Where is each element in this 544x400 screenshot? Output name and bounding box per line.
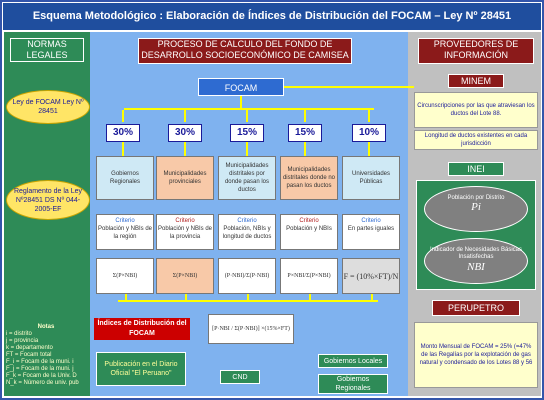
entity-box: Municipalidades distritales donde no pas… (280, 156, 338, 200)
percentage-box: 15% (230, 124, 264, 142)
connector (122, 142, 124, 156)
criteria-text: En partes iguales (347, 226, 395, 232)
connector (118, 300, 378, 302)
percentage-box: 30% (106, 124, 140, 142)
cnd-box: CND (220, 370, 260, 384)
criteria-text: Población y NBIs (286, 226, 332, 232)
connector (246, 142, 248, 156)
gobiernos-locales-box: Gobiernos Locales (318, 354, 388, 368)
criteria-title: Criterio (175, 218, 195, 224)
percentage-box: 10% (352, 124, 386, 142)
formula-box: Σ(P×NBI) (96, 258, 154, 294)
perupetro-monto: Monto Mensual de FOCAM = 25% (=47% de la… (414, 322, 538, 388)
entity-box: Municipalidades provinciales (156, 156, 214, 200)
note-item: k = departamento (6, 345, 53, 351)
publicacion-box: Publicación en el Diario Oficial "El Per… (96, 352, 186, 386)
formula-box: P×NBI/Σ(P×NBI) (280, 258, 338, 294)
connector (240, 96, 242, 108)
inei-header: INEI (448, 162, 504, 176)
indices-box: Índices de Distribución del FOCAM (94, 318, 190, 340)
connector (125, 294, 127, 300)
note-item: N_k = Número de univ. pub (6, 380, 79, 386)
minem-ductos: Circunscripciones por las que atraviesan… (414, 92, 538, 128)
entity-box: Municipalidades distritales por donde pa… (218, 156, 276, 200)
gobiernos-regionales-box: Gobiernos Regionales (318, 374, 388, 394)
connector (309, 294, 311, 300)
criteria-box: Criterio En partes iguales (342, 214, 400, 250)
criteria-title: Criterio (361, 218, 381, 224)
connector (184, 110, 186, 122)
connector (246, 110, 248, 122)
connector (368, 142, 370, 156)
normas-legales-header: NORMAS LEGALES (10, 38, 84, 62)
inei-nbi-symbol: NBI (467, 261, 485, 273)
page-title: Esquema Metodológico : Elaboración de Ín… (3, 3, 541, 30)
connector (368, 110, 370, 122)
criteria-text: Población y NBIs de la provincia (157, 226, 213, 240)
connector (124, 108, 374, 110)
note-item: j = provincia (6, 338, 39, 344)
note-item: F_j = Focam de la muni. j (6, 366, 74, 372)
note-item: FT = Focam total (6, 352, 52, 358)
percentage-box: 15% (288, 124, 322, 142)
note-item: i = distrito (6, 331, 32, 337)
inei-nbi-oval: Indicador de Necesidades Básicas Insatis… (424, 238, 528, 284)
focam-box: FOCAM (198, 78, 284, 96)
minem-header: MINEM (448, 74, 504, 88)
proceso-header: PROCESO DE CALCULO DEL FONDO DE DESARROL… (138, 38, 352, 64)
connector (371, 294, 373, 300)
perupetro-header: PERUPETRO (432, 300, 520, 316)
entity-box: Gobiernos Regionales (96, 156, 154, 200)
mid-formula: [P·NBI / Σ(P·NBI)] ×(15%×FT) (208, 314, 294, 344)
connector (122, 110, 124, 122)
connector (185, 294, 187, 300)
ley-focam-oval: Ley de FOCAM Ley Nº 28451 (6, 90, 90, 124)
proveedores-header: PROVEEDORES DE INFORMACIÓN (418, 38, 534, 64)
note-item: F_i = Focam de la muni. i (6, 359, 74, 365)
connector (304, 142, 306, 156)
inei-poblacion-label: Población por Distrito (447, 195, 505, 201)
connector (247, 294, 249, 300)
entity-box: Universidades Públicas (342, 156, 400, 200)
criteria-text: Población y NBIs de la región (97, 226, 153, 240)
inei-poblacion-symbol: Pi (471, 201, 481, 213)
note-item: F_k = Focam de la Univ. D (6, 373, 77, 379)
minem-longitud: Longitud de ductos existentes en cada ju… (414, 130, 538, 150)
reglamento-oval: Reglamento de la Ley Nº28451 DS Nº 044-2… (6, 180, 90, 220)
percentage-box: 30% (168, 124, 202, 142)
connector (284, 86, 414, 88)
connector (304, 110, 306, 122)
criteria-title: Criterio (115, 218, 135, 224)
criteria-title: Criterio (237, 218, 257, 224)
inei-poblacion-oval: Población por Distrito Pi (424, 186, 528, 232)
connector (184, 142, 186, 156)
formula-box: F = (10%×FT)/N (342, 258, 400, 294)
notes-title: Notas (37, 324, 55, 330)
criteria-title: Criterio (299, 218, 319, 224)
formula-box: (P·NBI)/Σ(P·NBI) (218, 258, 276, 294)
criteria-text: Población, NBIs y longitud de ductos (222, 226, 272, 240)
formula-box: Σ(P×NBI) (156, 258, 214, 294)
inei-nbi-label: Indicador de Necesidades Básicas Insatis… (429, 247, 523, 260)
